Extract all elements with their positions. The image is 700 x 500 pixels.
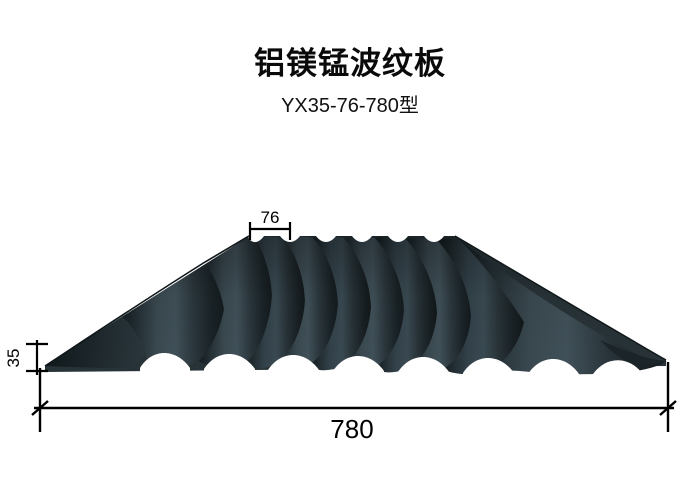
width-tick-right (659, 400, 677, 416)
width-tick-left (31, 400, 49, 416)
width-dim-label: 780 (330, 414, 373, 444)
title-block: 铝镁锰波纹板 YX35-76-780型 (0, 46, 700, 118)
page-title: 铝镁锰波纹板 (254, 46, 446, 81)
height-dim-label: 35 (4, 349, 23, 368)
page-subtitle: YX35-76-780型 (281, 94, 419, 117)
panel-left-tip-edge (44, 235, 250, 367)
dimension-pitch (248, 222, 292, 240)
dimension-width (31, 362, 677, 432)
panel-top-shade (45, 236, 666, 372)
dimension-height (26, 340, 48, 375)
panel-top-scallops (40, 150, 690, 378)
panel-right-tip-edge (454, 235, 667, 361)
corrugated-panel (40, 150, 690, 392)
panel-front-scallops (40, 353, 641, 392)
pitch-dim-label: 76 (261, 208, 280, 227)
